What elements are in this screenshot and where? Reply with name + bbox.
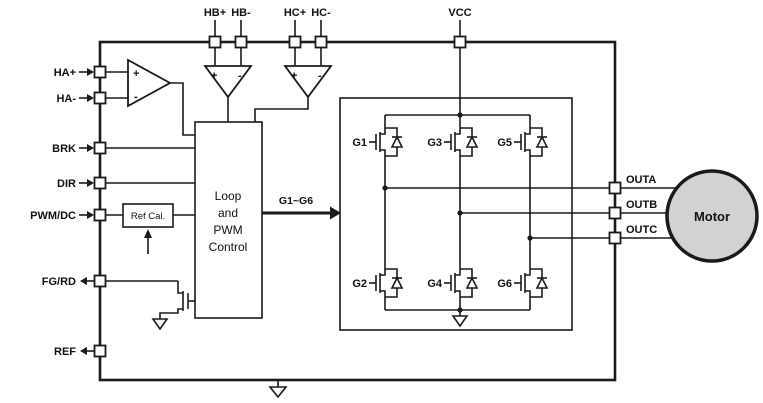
motor-circle xyxy=(665,169,759,263)
loop-pwm-control-block xyxy=(194,121,263,319)
label-hb-minus: HB- xyxy=(231,7,251,19)
label-dir: DIR xyxy=(57,178,76,190)
ref-cal-label: Ref Cal. xyxy=(131,211,165,222)
label-ha-minus: HA- xyxy=(56,93,76,105)
arrow-ha-plus-in xyxy=(87,68,94,76)
motor: Motor xyxy=(665,169,759,263)
hall-amp-minus-sign: - xyxy=(134,91,138,103)
main-ground-icon xyxy=(268,386,288,399)
bridge-mosfets: G1 G3 G5 G2 G4 G6 xyxy=(352,121,548,304)
label-fg-rd: FG/RD xyxy=(42,276,76,288)
bridge-ground-icon xyxy=(451,315,469,328)
pin-brk xyxy=(93,141,107,155)
pin-arrows xyxy=(79,68,94,355)
hc-comparator: + - xyxy=(283,65,333,99)
label-ref: REF xyxy=(54,346,76,358)
pin-outa xyxy=(608,181,622,195)
hc-comparator-triangle xyxy=(283,65,333,99)
pin-hc-plus xyxy=(288,35,302,49)
gate-label-g2: G2 xyxy=(352,278,367,290)
label-outc: OUTC xyxy=(626,224,657,236)
gate-label-g1: G1 xyxy=(352,137,367,149)
fg-rd-fet xyxy=(159,281,195,319)
hb-minus-sign: - xyxy=(238,70,242,82)
arrow-fg-rd-out xyxy=(80,277,87,285)
pin-ref xyxy=(93,344,107,358)
pin-hc-minus xyxy=(314,35,328,49)
label-hc-minus: HC- xyxy=(311,7,331,19)
pin-outb xyxy=(608,206,622,220)
hall-amp: + - xyxy=(127,58,172,108)
gate-bus-arrow-head xyxy=(330,206,341,220)
wire-hc-comp-out xyxy=(254,97,309,122)
grounds xyxy=(151,310,469,399)
arrow-brk-in xyxy=(87,144,94,152)
pin-vcc xyxy=(453,35,467,49)
node-outa-dot xyxy=(382,185,388,191)
hb-comparator-triangle xyxy=(203,65,253,99)
label-outb: OUTB xyxy=(626,199,657,211)
fg-ground-icon xyxy=(151,318,169,331)
label-ha-plus: HA+ xyxy=(54,67,76,79)
control-block-line-2: and xyxy=(218,206,238,220)
ref-cal-block xyxy=(122,203,174,228)
pin-hb-plus xyxy=(208,35,222,49)
pin-squares xyxy=(93,35,622,358)
gate-label-g6: G6 xyxy=(497,278,512,290)
hb-plus-sign: + xyxy=(211,70,217,82)
arrow-ha-minus-in xyxy=(87,94,94,102)
hc-minus-sign: - xyxy=(318,70,322,82)
pin-fg-rd xyxy=(93,274,107,288)
hall-amp-plus-sign: + xyxy=(133,68,139,80)
arrow-dir-in xyxy=(87,179,94,187)
label-hc-plus: HC+ xyxy=(284,7,306,19)
hall-amp-triangle xyxy=(127,58,172,108)
motor-label: Motor xyxy=(694,209,730,224)
pin-pwm-dc xyxy=(93,208,107,222)
hc-plus-sign: + xyxy=(291,70,297,82)
control-block-line-1: Loop xyxy=(215,189,242,203)
pin-ha-plus xyxy=(93,65,107,79)
arrow-ref-out xyxy=(80,347,87,355)
pin-outc xyxy=(608,231,622,245)
wire-hall-amp-out xyxy=(170,82,195,136)
gate-label-g3: G3 xyxy=(427,137,442,149)
pin-dir xyxy=(93,176,107,190)
hb-comparator: + - xyxy=(203,65,253,99)
node-outb-dot xyxy=(457,210,463,216)
node-vcc-rail-dot xyxy=(457,112,463,118)
label-brk: BRK xyxy=(52,143,76,155)
pin-labels: HB+ HB- HC+ HC- VCC HA+ HA- BRK DIR PWM/… xyxy=(30,7,657,358)
node-outc-dot xyxy=(527,235,533,241)
label-vcc: VCC xyxy=(448,7,471,19)
control-block-line-4: Control xyxy=(209,240,248,254)
label-hb-plus: HB+ xyxy=(204,7,226,19)
gate-label-g4: G4 xyxy=(427,278,443,290)
gate-bus-label: G1~G6 xyxy=(279,195,313,207)
pin-ha-minus xyxy=(93,91,107,105)
pin-hb-minus xyxy=(234,35,248,49)
ref-cal-arrow-head xyxy=(144,229,152,238)
control-block-line-3: PWM xyxy=(213,223,242,237)
label-outa: OUTA xyxy=(626,174,656,186)
arrow-pwm-dc-in xyxy=(87,211,94,219)
bridge-box xyxy=(339,97,573,331)
gate-label-g5: G5 xyxy=(497,137,512,149)
label-pwm-dc: PWM/DC xyxy=(30,210,76,222)
